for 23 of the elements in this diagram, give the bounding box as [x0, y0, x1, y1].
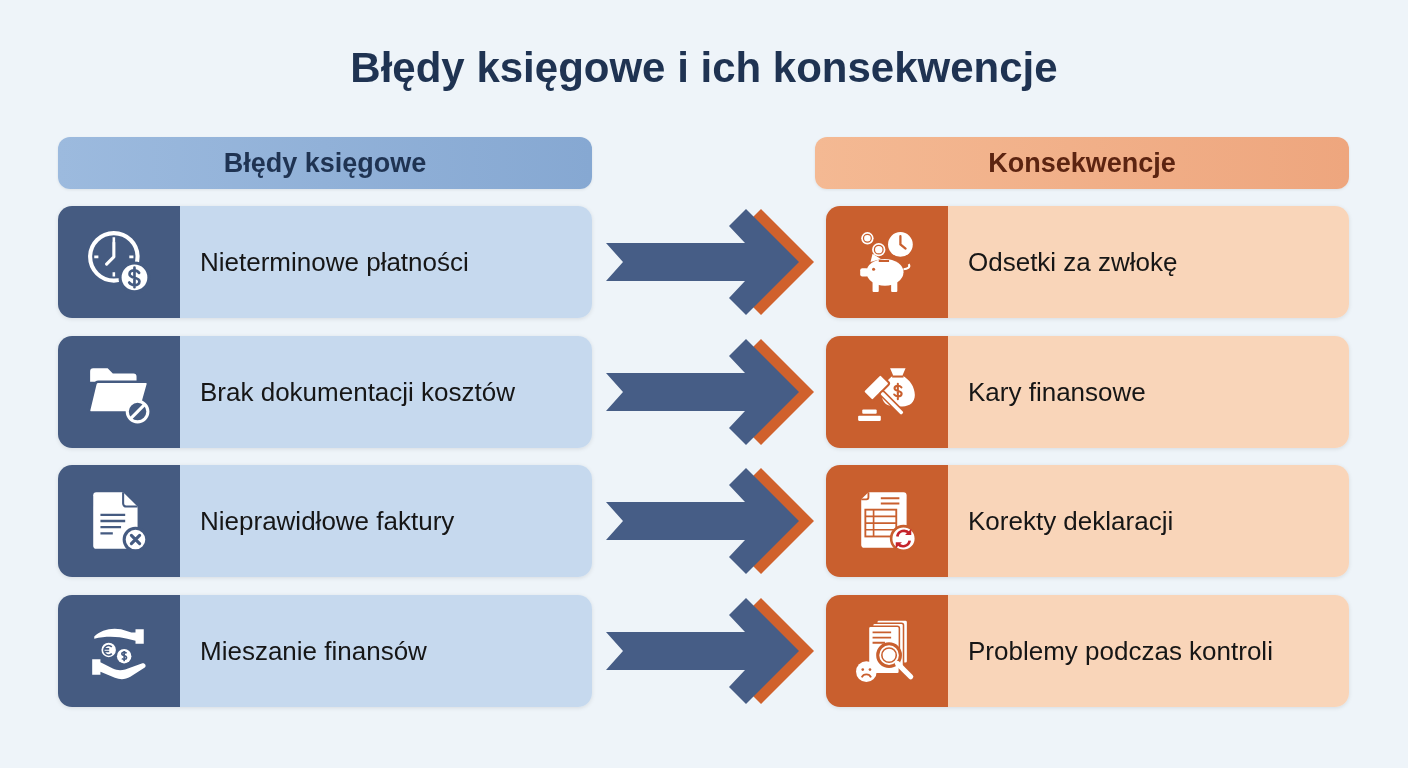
card-label: Mieszanie finansów: [200, 635, 427, 667]
block-arrow: [606, 598, 814, 704]
consequence-card: [826, 336, 1349, 448]
card-label: Brak dokumentacji kosztów: [200, 376, 516, 408]
card-label: Kary finansowe: [968, 376, 1146, 408]
block-arrow: [606, 209, 814, 315]
block-arrow: [606, 339, 814, 445]
error-card: [58, 595, 592, 707]
consequence-card: [826, 206, 1349, 318]
error-card: [58, 206, 592, 318]
column-header: Konsekwencje: [815, 137, 1349, 189]
block-arrow: [606, 468, 814, 574]
card-label: Odsetki za zwłokę: [968, 246, 1178, 278]
diagram-title: Błędy księgowe i ich konsekwencje: [349, 43, 1059, 93]
consequence-card: [826, 595, 1349, 707]
card-label: Korekty deklaracji: [968, 505, 1174, 537]
card-label: Nieprawidłowe faktury: [200, 505, 455, 537]
column-header: Błędy księgowe: [58, 137, 592, 189]
card-label: Problemy podczas kontroli: [968, 635, 1273, 667]
consequence-card: [826, 465, 1349, 577]
error-card: [58, 465, 592, 577]
error-card: [58, 336, 592, 448]
card-label: Nieterminowe płatności: [200, 246, 469, 278]
